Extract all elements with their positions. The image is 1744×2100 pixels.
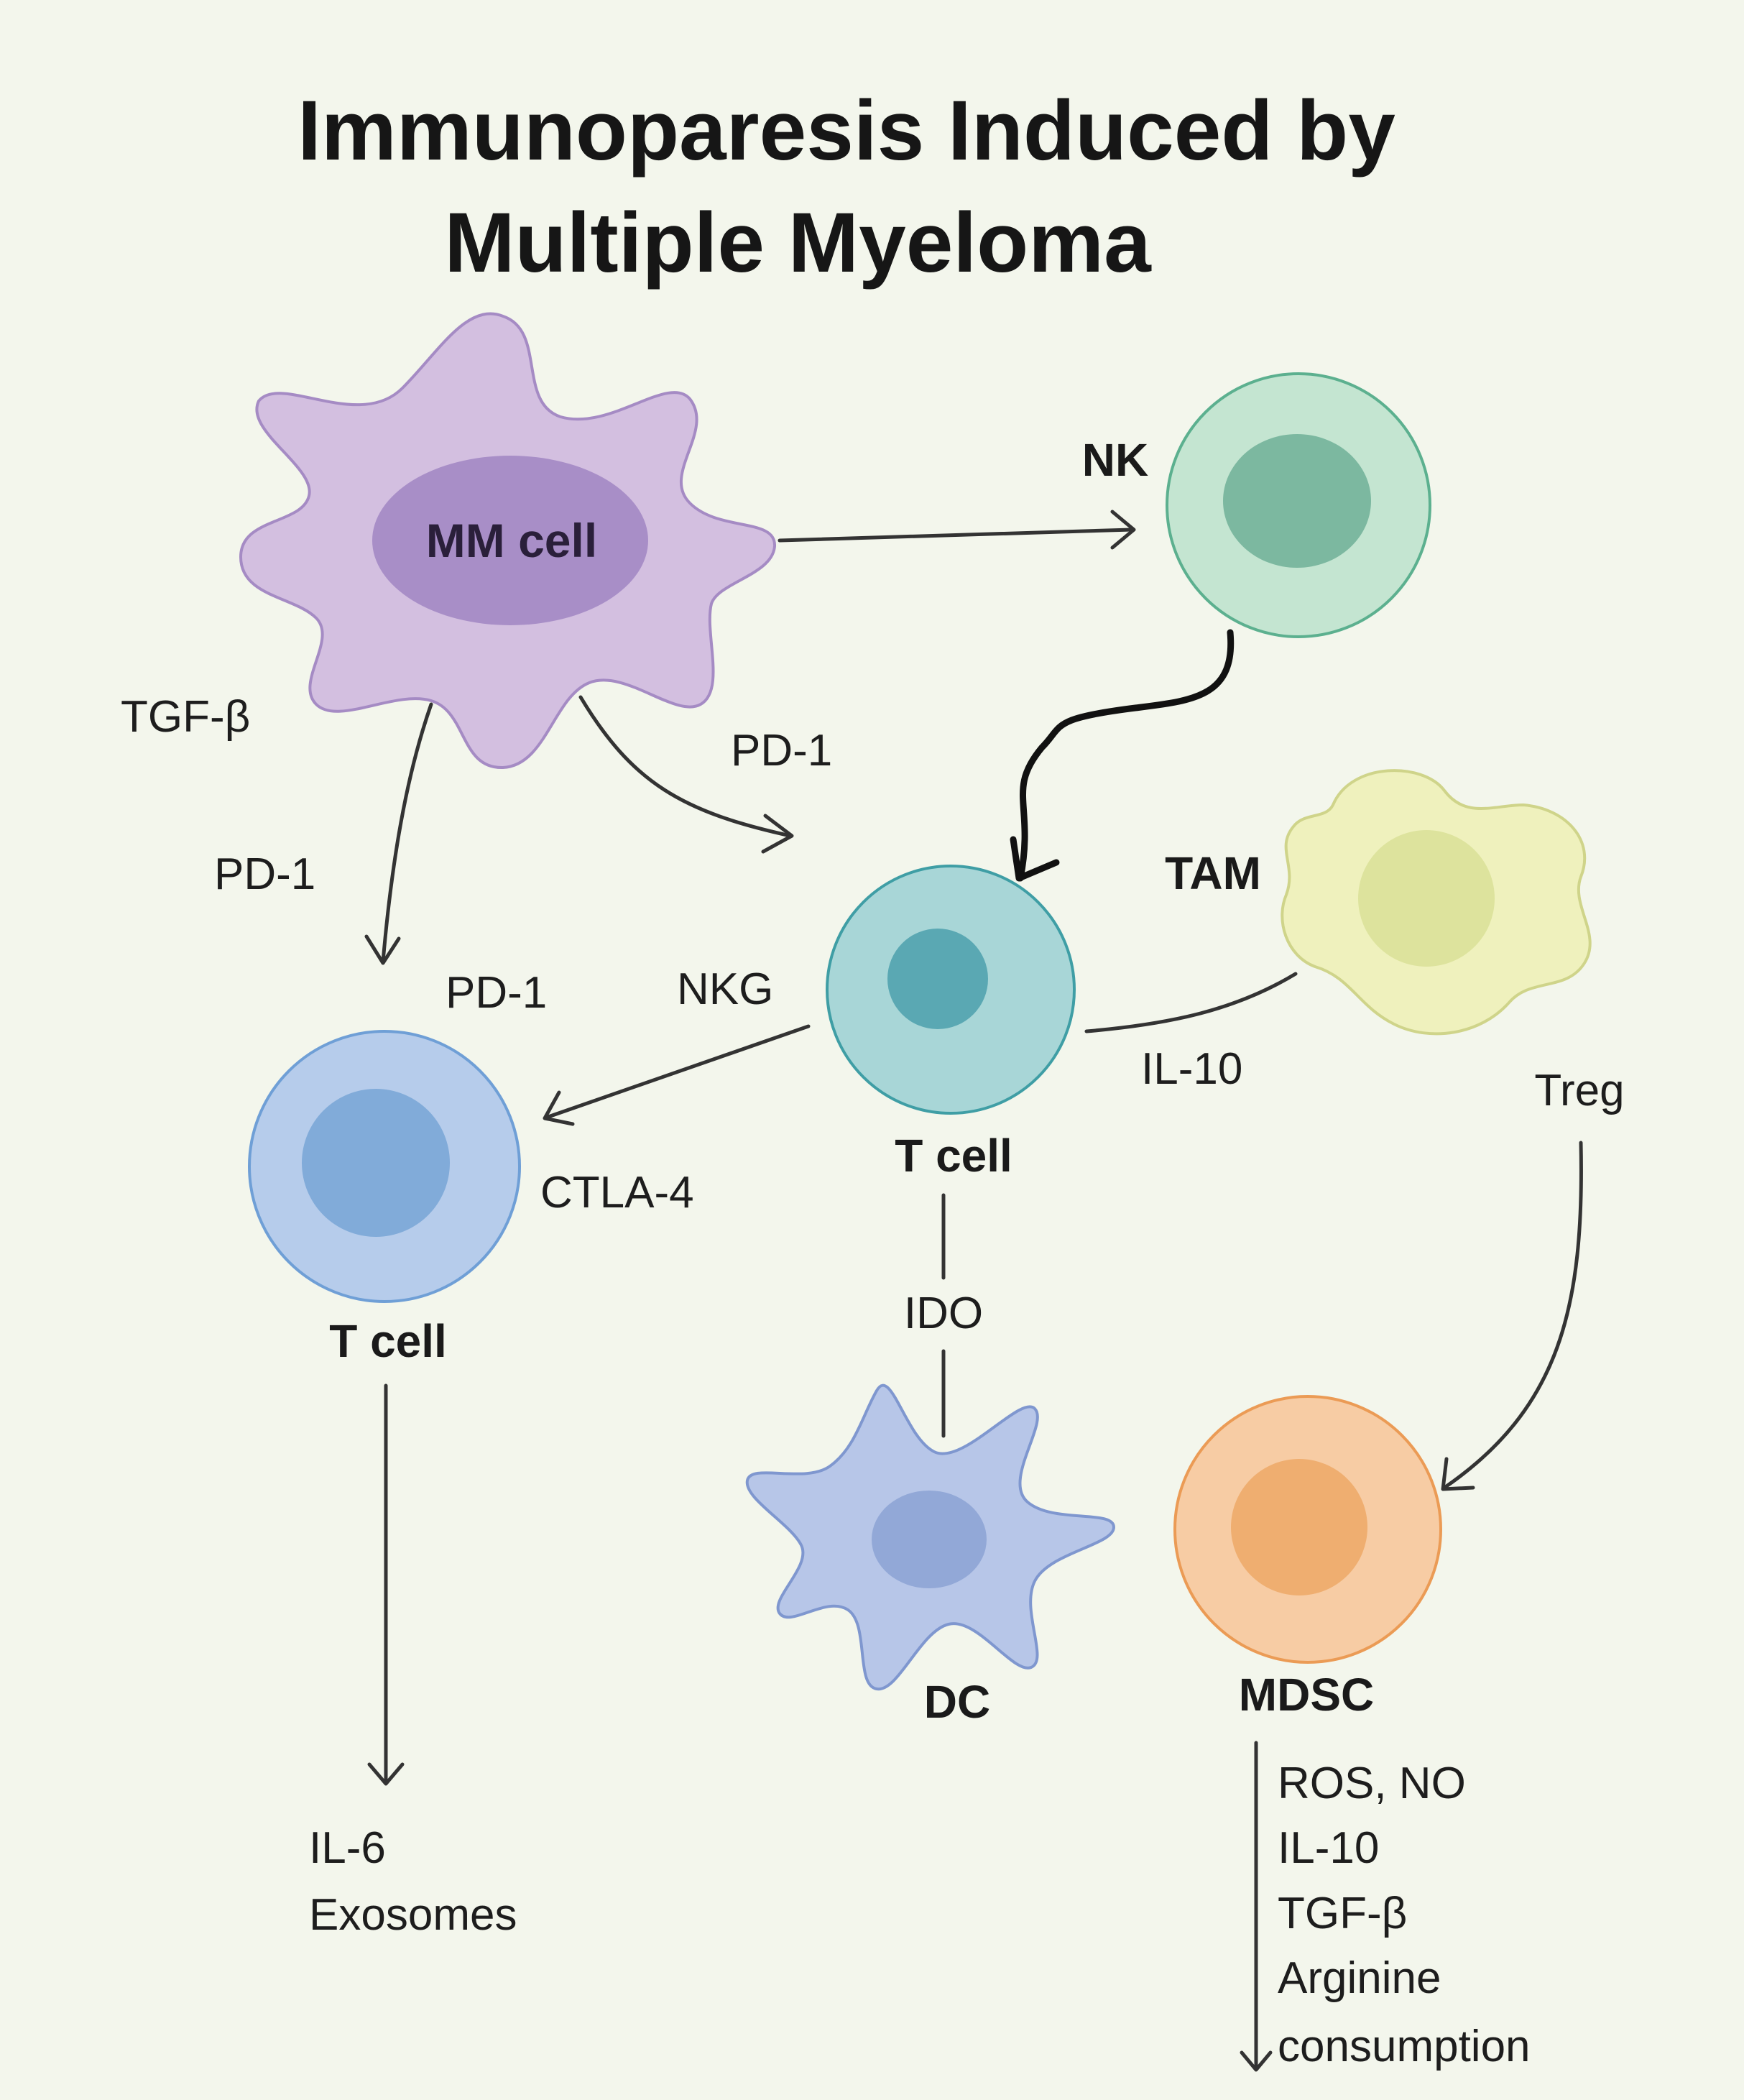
mdsc-cell: MDSC	[1173, 1395, 1442, 1721]
mdsc-output-item: Arginine	[1278, 1953, 1441, 2003]
label-pd1-mid: PD-1	[446, 968, 547, 1018]
nk-cell: NK	[1082, 372, 1431, 638]
dc-cell-label: DC	[924, 1676, 990, 1728]
mm-cell-nucleus	[372, 456, 648, 625]
nk-cell-label: NK	[1082, 434, 1148, 486]
mm-cell-label: MM cell	[426, 514, 597, 567]
mdsc-output-item: ROS, NO	[1278, 1759, 1466, 1808]
arrow-mm-to-left-tcell	[364, 702, 433, 965]
label-ctla4: CTLA-4	[540, 1168, 694, 1217]
mdsc-cell-nucleus	[1231, 1459, 1367, 1595]
nk-cell-nucleus	[1223, 434, 1371, 568]
label-treg: Treg	[1534, 1066, 1624, 1115]
mdsc-output-item: TGF-β	[1278, 1889, 1407, 1938]
dc-cell: DC	[745, 1383, 1116, 1728]
arrow-tcell-to-left-tcell	[543, 1024, 811, 1126]
line-tam-to-tcell	[1084, 972, 1298, 1033]
mdsc-output-item: consumption	[1278, 2022, 1531, 2071]
dc-cell-nucleus	[872, 1491, 987, 1588]
t-cell-left-nucleus	[302, 1089, 450, 1237]
t-cell-center: T cell	[826, 865, 1076, 1182]
t-cell-center-label: T cell	[895, 1130, 1012, 1182]
mdsc-output-item: IL-10	[1278, 1823, 1379, 1873]
label-il10: IL-10	[1141, 1044, 1242, 1094]
arrow-nk-to-tcell	[1010, 629, 1235, 882]
t-cell-center-nucleus	[887, 929, 988, 1029]
tam-cell-label: TAM	[1165, 847, 1261, 899]
left-output-item: IL-6	[309, 1823, 386, 1873]
arrow-treg-to-mdsc	[1441, 1141, 1583, 1491]
label-pd1-left: PD-1	[214, 849, 315, 899]
arrow-mdsc-to-outputs	[1240, 1741, 1273, 2072]
tam-cell-nucleus	[1358, 830, 1495, 967]
label-nkg: NKG	[677, 964, 773, 1014]
label-pd1-right: PD-1	[731, 726, 832, 775]
mdsc-cell-label: MDSC	[1239, 1669, 1374, 1721]
label-ido: IDO	[904, 1289, 983, 1338]
label-tgf-beta: TGF-β	[121, 692, 250, 742]
left-output-item: Exosomes	[309, 1890, 517, 1940]
left-output-list: IL-6 Exosomes	[309, 1823, 517, 1940]
arrow-mm-to-nk	[778, 510, 1136, 550]
title-line-1: Immunoparesis Induced by	[297, 83, 1395, 178]
arrow-left-tcell-to-il6	[367, 1383, 405, 1786]
t-cell-left-label: T cell	[329, 1315, 447, 1367]
title-line-2: Multiple Myeloma	[444, 195, 1152, 290]
tam-cell: TAM	[1165, 769, 1592, 1036]
mm-cell: MM cell	[239, 312, 777, 770]
t-cell-left: T cell	[248, 1030, 521, 1367]
arrow-mm-to-tcell	[578, 695, 794, 854]
mdsc-output-list: ROS, NO IL-10 TGF-β Arginine consumption	[1278, 1759, 1531, 2071]
